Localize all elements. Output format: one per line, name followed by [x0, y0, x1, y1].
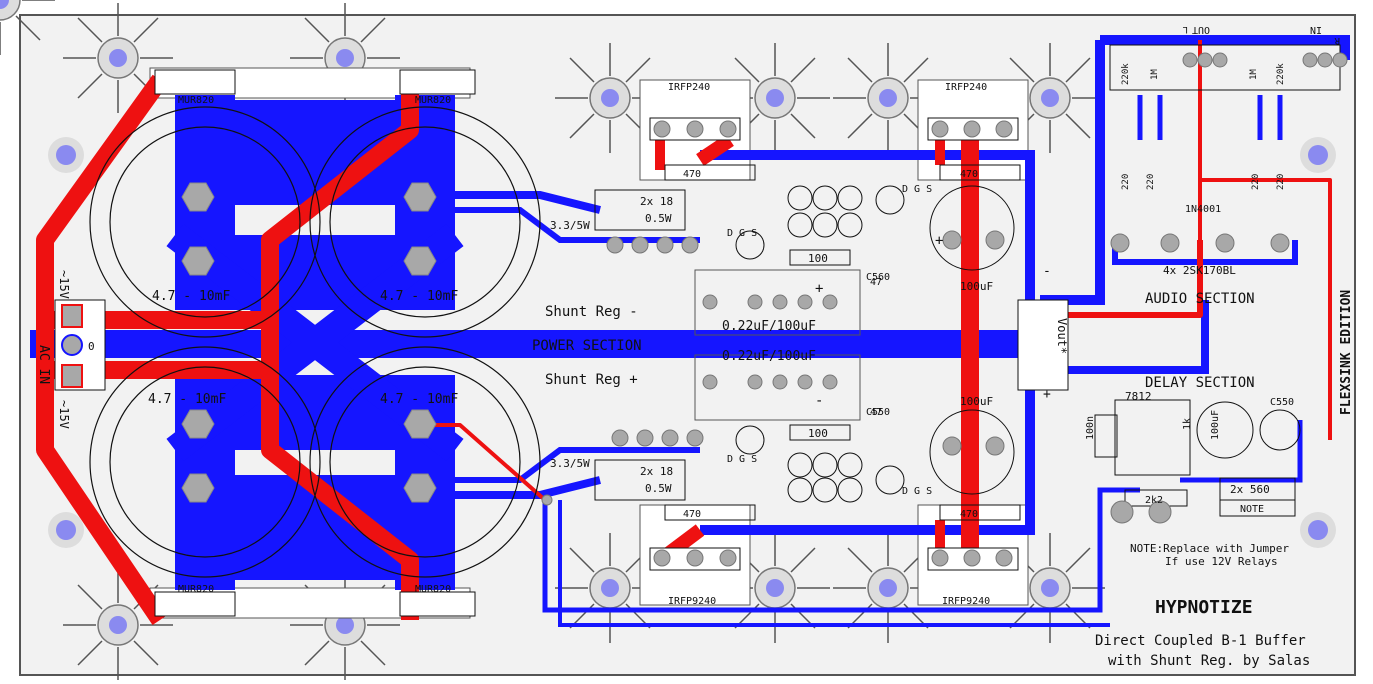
note-line-1: NOTE:Replace with Jumper	[1130, 542, 1289, 555]
ac-in-label: AC IN	[36, 345, 51, 384]
jfet-label: 4x 2SK170BL	[1163, 264, 1236, 277]
r2k2-label: 2k2	[1145, 495, 1163, 506]
r220-label-3: 220	[1251, 174, 1261, 190]
in-connector-label: IN	[1310, 24, 1322, 35]
mosfet-pads	[649, 117, 1019, 571]
plus-sign-1: +	[935, 233, 943, 249]
through-hole-pads	[541, 52, 1348, 524]
vout-minus: -	[1043, 264, 1051, 279]
output-cap-label-bottom: 100uF	[960, 395, 993, 408]
r100-label-top: 100	[808, 252, 828, 265]
mounting-holes	[48, 137, 1336, 548]
power-resistor-label-bottom: 0.5W	[645, 482, 672, 495]
shunt-reg-neg-box	[694, 269, 861, 336]
r47-label-top: 47	[870, 277, 882, 288]
r470-label-3: 470	[683, 509, 701, 520]
reservoir-cap-label-br: 4.7 - 10mF	[380, 392, 458, 407]
diode-label-bl: MUR820	[178, 584, 214, 595]
mosfet-label-top-2: IRFP240	[945, 82, 987, 93]
large-pads	[181, 182, 437, 503]
gate-label-4: D G S	[902, 486, 932, 497]
c100n-label: 100n	[1085, 416, 1096, 440]
note-box-label: NOTE	[1240, 504, 1264, 515]
c100u-delay-label: 100uF	[1210, 410, 1221, 440]
filter-cap-label-neg: 0.22uF/100uF	[722, 319, 816, 334]
small-components	[594, 44, 1341, 521]
diode-label-tr: MUR820	[415, 95, 451, 106]
shunt-reg-pos-box	[694, 354, 861, 421]
r220k-label-2: 220k	[1276, 63, 1286, 85]
delay-section-label: DELAY SECTION	[1145, 375, 1255, 391]
reservoir-capacitors	[89, 106, 541, 578]
audio-section-label: AUDIO SECTION	[1145, 291, 1255, 307]
r47-label-bottom: 47	[870, 407, 882, 418]
ac-upper-label: ~15V	[57, 270, 71, 299]
cap-c550-label-left: C550	[866, 407, 890, 418]
mosfet-label-bottom-2: IRFP9240	[942, 596, 990, 607]
mosfet-label-bottom-1: IRFP9240	[668, 596, 716, 607]
l-channel-label: L	[1183, 24, 1188, 34]
board-subtitle-2: with Shunt Reg. by Salas	[1108, 653, 1310, 669]
vout-plus: +	[1043, 387, 1051, 402]
minus-sign-1: -	[815, 393, 823, 409]
ac-mid-label: 0	[88, 340, 95, 353]
r1m-label-1: 1M	[1150, 69, 1160, 80]
copper-bottom-layer	[30, 35, 1350, 627]
r470-label-4: 470	[960, 509, 978, 520]
r-channel-label: R	[1334, 35, 1340, 45]
diode-1n4001-label: 1N4001	[1185, 204, 1221, 215]
cap-c550-label-right: C550	[1270, 397, 1294, 408]
zobel-resistor-label-top: 3.3/5W	[550, 219, 590, 232]
regulator-7812-label: 7812	[1125, 390, 1152, 403]
reservoir-cap-label-tl: 4.7 - 10mF	[152, 289, 230, 304]
reservoir-cap-label-bl: 4.7 - 10mF	[148, 392, 226, 407]
copper-top-layer	[36, 40, 1332, 626]
power-section-label: POWER SECTION	[532, 338, 642, 354]
mosfet-label-top-1: IRFP240	[668, 82, 710, 93]
diode-packages	[154, 69, 476, 617]
output-cap-label-top: 100uF	[960, 280, 993, 293]
gate-label-3: D G S	[727, 454, 757, 465]
plus-sign-2: +	[815, 281, 823, 297]
reservoir-cap-label-tr: 4.7 - 10mF	[380, 289, 458, 304]
out-connector-label: OUT	[1192, 24, 1210, 35]
board-subtitle-1: Direct Coupled B-1 Buffer	[1095, 633, 1306, 649]
note-line-2: If use 12V Relays	[1165, 555, 1278, 568]
r1k-label: 1k	[1182, 418, 1193, 430]
r220-label-4: 220	[1276, 174, 1286, 190]
r220-label-1: 220	[1121, 174, 1131, 190]
ac-input-pads	[61, 304, 83, 388]
r220k-label-1: 220k	[1121, 63, 1131, 85]
shunt-reg-pos-label: Shunt Reg +	[545, 372, 638, 388]
filter-cap-label-pos: 0.22uF/100uF	[722, 349, 816, 364]
edition-label: FLEXSINK EDITION	[1339, 290, 1354, 415]
dual-resistor-label-top: 2x 18	[640, 195, 673, 208]
vout-terminal	[1017, 299, 1069, 391]
ac-lower-label: ~15V	[57, 400, 71, 429]
r470-label-2: 470	[960, 169, 978, 180]
power-resistor-label-top: 0.5W	[645, 212, 672, 225]
r2x560-label: 2x 560	[1230, 483, 1270, 496]
vout-label: Vout*	[1055, 318, 1069, 354]
r470-label-1: 470	[683, 169, 701, 180]
diode-label-br: MUR820	[415, 584, 451, 595]
r100-label-bottom: 100	[808, 427, 828, 440]
r1m-label-2: 1M	[1249, 69, 1259, 80]
heatsinks	[0, 0, 1106, 681]
gate-label-2: D G S	[727, 228, 757, 239]
shunt-reg-neg-label: Shunt Reg -	[545, 304, 638, 320]
diode-label-tl: MUR820	[178, 95, 214, 106]
cap-c560-label: C560	[866, 272, 890, 283]
board-name: HYPNOTIZE	[1155, 597, 1253, 618]
gate-label-1: D G S	[902, 184, 932, 195]
zobel-resistor-label-bottom: 3.3/5W	[550, 457, 590, 470]
dual-resistor-label-bottom: 2x 18	[640, 465, 673, 478]
r220-label-2: 220	[1146, 174, 1156, 190]
